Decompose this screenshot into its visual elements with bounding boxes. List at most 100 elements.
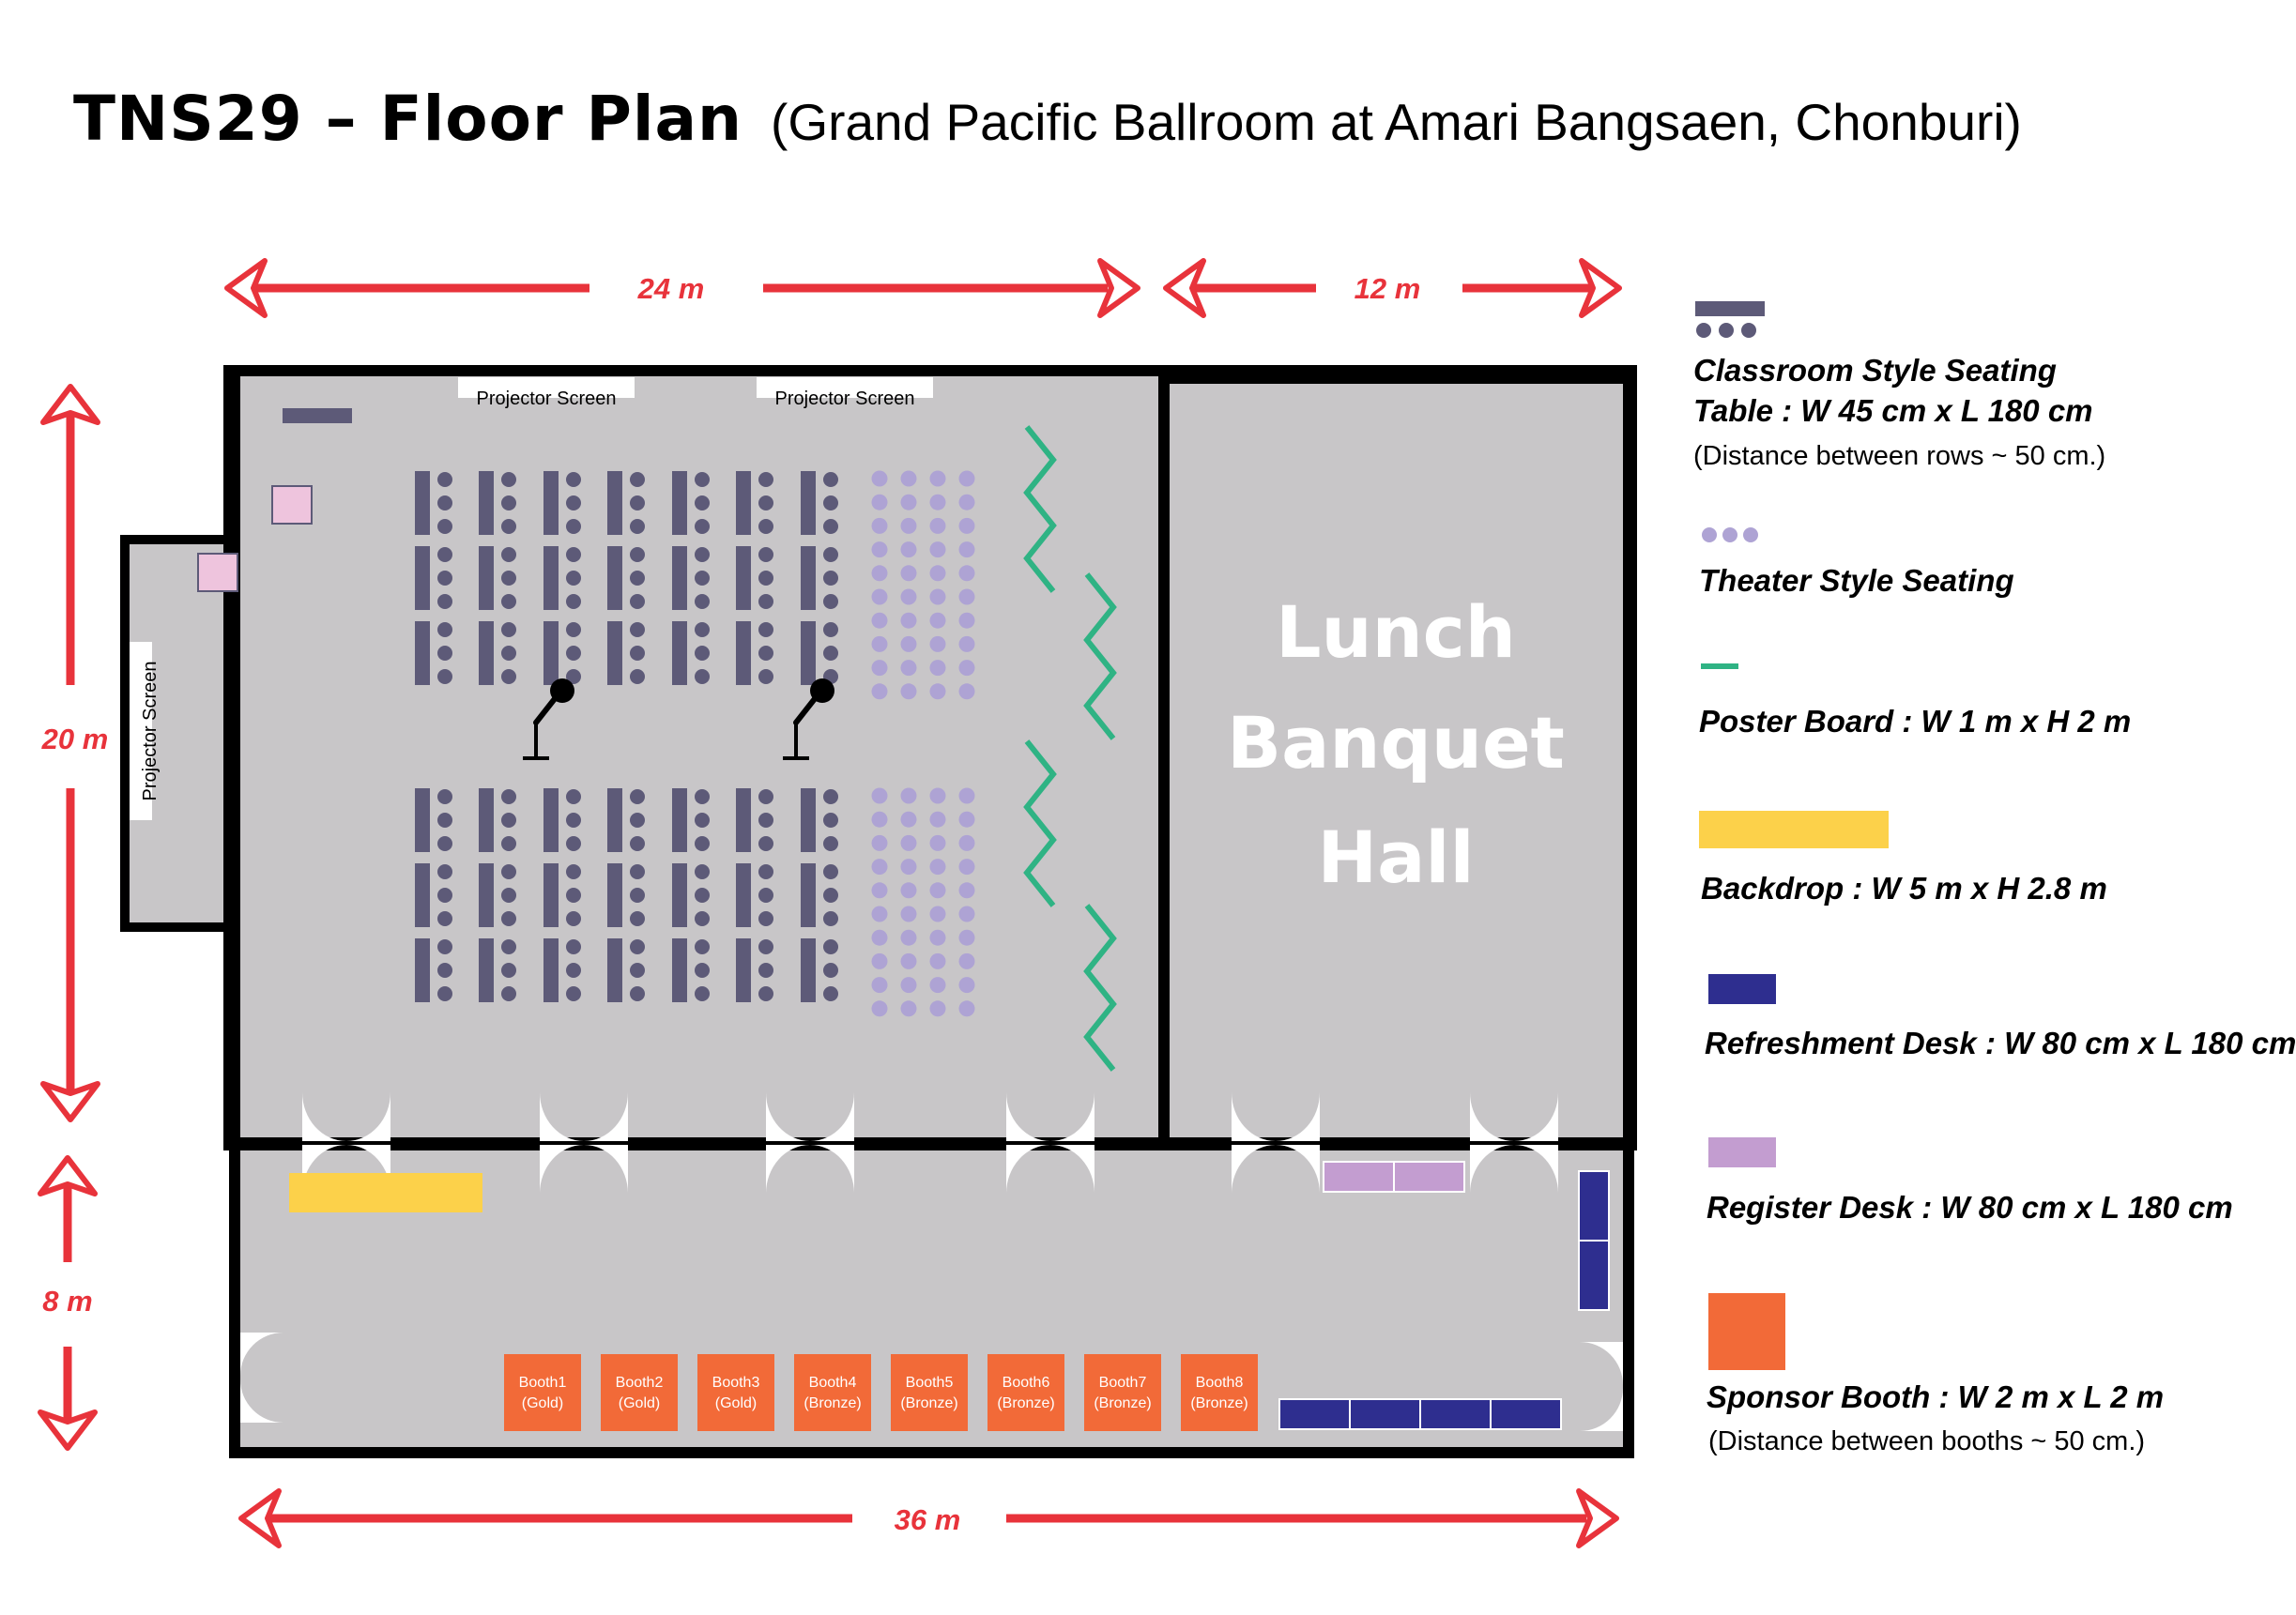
classroom-table: [736, 471, 751, 535]
poster-boards: [1023, 425, 1117, 1072]
classroom-table: [607, 788, 622, 852]
classroom-table: [543, 863, 559, 927]
theater-chair: [900, 787, 917, 804]
classroom-chair: [758, 963, 773, 978]
door-leaf: [1580, 1342, 1623, 1385]
dim-arrow-8m: [38, 1155, 98, 1451]
classroom-chair: [437, 939, 452, 954]
classroom-table: [415, 788, 430, 852]
theater-chair: [871, 635, 888, 652]
theater-chair: [958, 787, 975, 804]
classroom-table: [543, 938, 559, 1002]
classroom-chair: [501, 911, 516, 926]
classroom-table: [672, 471, 687, 535]
classroom-table: [607, 938, 622, 1002]
classroom-chair: [823, 547, 838, 562]
classroom-chair: [501, 888, 516, 903]
door-leaf: [1580, 1388, 1623, 1431]
legend-sponsor-note: (Distance between booths ~ 50 cm.): [1708, 1426, 2146, 1456]
theater-chair: [871, 787, 888, 804]
classroom-chair: [566, 888, 581, 903]
theater-chair: [958, 811, 975, 828]
theater-chair: [958, 541, 975, 558]
sponsor-booth: Booth8(Bronze): [1181, 1354, 1258, 1431]
classroom-chair: [758, 836, 773, 851]
theater-chair: [929, 929, 946, 946]
classroom-table: [672, 546, 687, 610]
classroom-chair: [695, 594, 710, 609]
classroom-table: [479, 621, 494, 685]
door-leaf: [1514, 1145, 1558, 1194]
classroom-chair: [566, 963, 581, 978]
theater-chair: [958, 929, 975, 946]
classroom-chair: [823, 864, 838, 879]
classroom-table: [736, 788, 751, 852]
theater-seating: [871, 470, 975, 1017]
microphone-icon: [783, 678, 834, 760]
classroom-chair: [501, 495, 516, 510]
booth-tier: (Gold): [522, 1395, 563, 1411]
classroom-chair: [501, 963, 516, 978]
classroom-table: [801, 471, 816, 535]
classroom-chair: [758, 646, 773, 661]
classroom-chair: [630, 547, 645, 562]
door-leaf: [240, 1379, 283, 1423]
classroom-chair: [695, 963, 710, 978]
legend-backdrop-label: Backdrop : W 5 m x H 2.8 m: [1701, 871, 2107, 906]
classroom-chair: [437, 963, 452, 978]
refreshment-desks-horizontal: [1278, 1398, 1562, 1430]
door-leaf: [540, 1092, 584, 1141]
classroom-chair: [695, 547, 710, 562]
page-title: TNS29 – Floor Plan(Grand Pacific Ballroo…: [73, 83, 2022, 155]
booth-name: Booth1: [519, 1375, 567, 1391]
theater-chair: [929, 588, 946, 605]
projector-screen-left-label: Projector Screen: [477, 389, 617, 409]
theater-chair: [958, 906, 975, 922]
classroom-table: [415, 471, 430, 535]
door-leaf: [810, 1092, 854, 1141]
theater-chair: [871, 859, 888, 876]
theater-chair: [900, 834, 917, 851]
theater-chair: [871, 977, 888, 994]
classroom-table: [736, 863, 751, 927]
classroom-chair: [695, 519, 710, 534]
theater-chair: [958, 859, 975, 876]
classroom-chair: [695, 888, 710, 903]
classroom-chair: [758, 622, 773, 637]
register-desk: [1393, 1161, 1465, 1193]
theater-chair: [929, 494, 946, 510]
theater-chair: [929, 977, 946, 994]
classroom-chair: [758, 789, 773, 804]
classroom-chair: [823, 495, 838, 510]
lunch-banquet-hall: [1158, 373, 1634, 1149]
theater-chair: [900, 1000, 917, 1017]
classroom-table: [801, 863, 816, 927]
classroom-chair: [823, 646, 838, 661]
classroom-chair: [758, 495, 773, 510]
booth-tier: (Gold): [715, 1395, 757, 1411]
classroom-table: [415, 863, 430, 927]
classroom-chair: [566, 813, 581, 828]
legend-classroom-icon: [1695, 301, 1765, 338]
legend-classroom-note: (Distance between rows ~ 50 cm.): [1693, 441, 2106, 471]
classroom-chair: [566, 622, 581, 637]
door-leaf: [1232, 1092, 1276, 1141]
theater-chair: [900, 470, 917, 487]
classroom-chair: [501, 571, 516, 586]
sponsor-booth: Booth1 (Gold): [504, 1354, 581, 1431]
legend-backdrop-icon: [1699, 811, 1889, 848]
projector-screen-left: [458, 377, 635, 398]
theater-chair: [958, 882, 975, 899]
dim-label-bottom: 36 m: [895, 1503, 961, 1536]
theater-chair: [929, 541, 946, 558]
classroom-table: [736, 621, 751, 685]
door-leaf: [540, 1145, 584, 1194]
dim-arrow-20m: [40, 384, 100, 1122]
door-leaf: [1470, 1092, 1514, 1141]
classroom-chair: [695, 789, 710, 804]
legend-refreshment-label: Refreshment Desk : W 80 cm x L 180 cm: [1705, 1026, 2296, 1060]
classroom-chair: [823, 939, 838, 954]
booth-tier: (Bronze): [1094, 1395, 1151, 1411]
classroom-chair: [758, 986, 773, 1001]
classroom-chair: [758, 939, 773, 954]
